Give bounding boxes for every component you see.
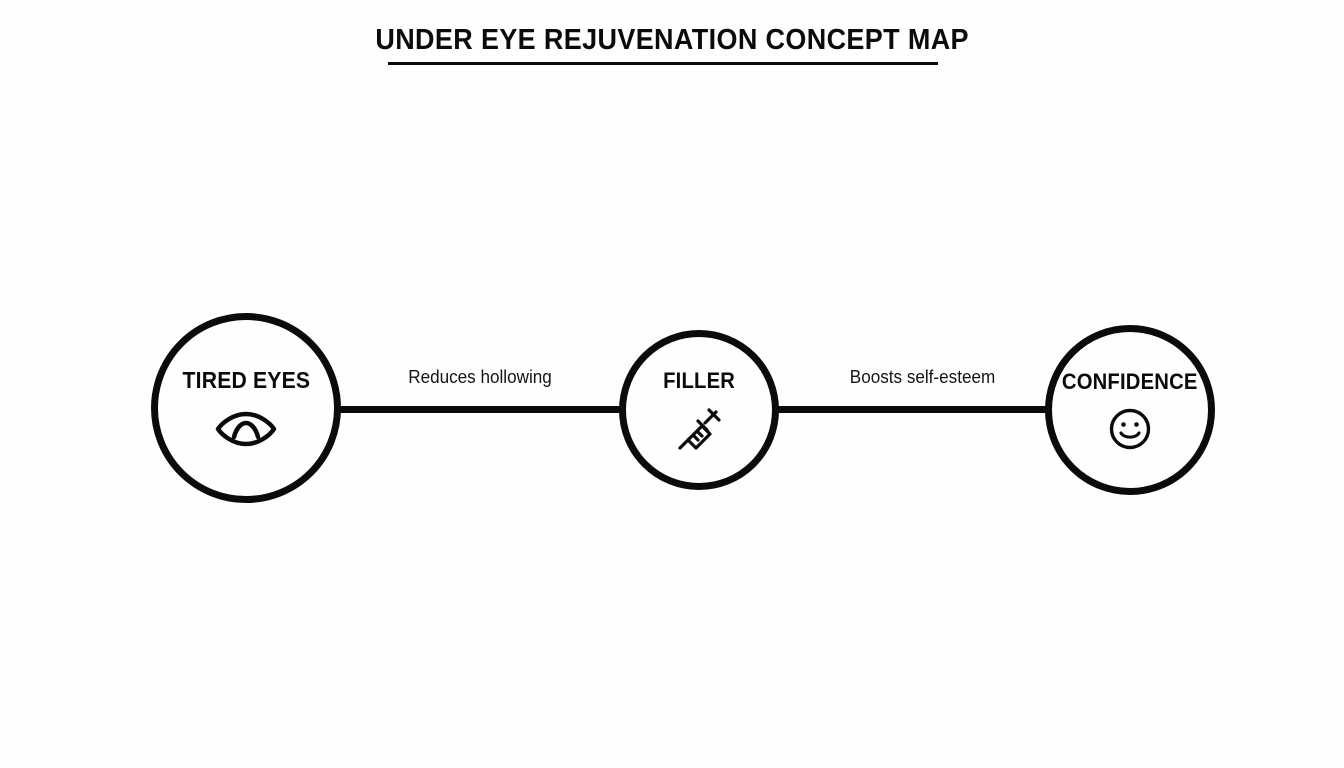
smiley-icon [1108, 407, 1152, 451]
edge-label-reduces-hollowing: Reduces hollowing [408, 367, 552, 387]
eye-icon [215, 408, 277, 450]
edge-line-tired-eyes-filler[interactable] [339, 406, 621, 413]
edge-label-boosts-self-esteem: Boosts self-esteem [849, 367, 996, 387]
node-filler[interactable]: FILLER [619, 330, 779, 490]
node-tired-eyes-label: TIRED EYES [182, 366, 310, 393]
page-title-text: UNDER EYE REJUVENATION CONCEPT MAP [375, 24, 969, 56]
edge-line-filler-confidence[interactable] [778, 406, 1048, 413]
node-confidence-label: CONFIDENCE [1062, 369, 1198, 394]
node-confidence[interactable]: CONFIDENCE [1045, 325, 1215, 495]
node-filler-label: FILLER [663, 368, 735, 393]
syringe-icon [676, 408, 722, 452]
node-tired-eyes[interactable]: TIRED EYES [151, 313, 341, 503]
title-underline [388, 62, 938, 65]
page-title: UNDER EYE REJUVENATION CONCEPT MAP [0, 22, 1344, 58]
